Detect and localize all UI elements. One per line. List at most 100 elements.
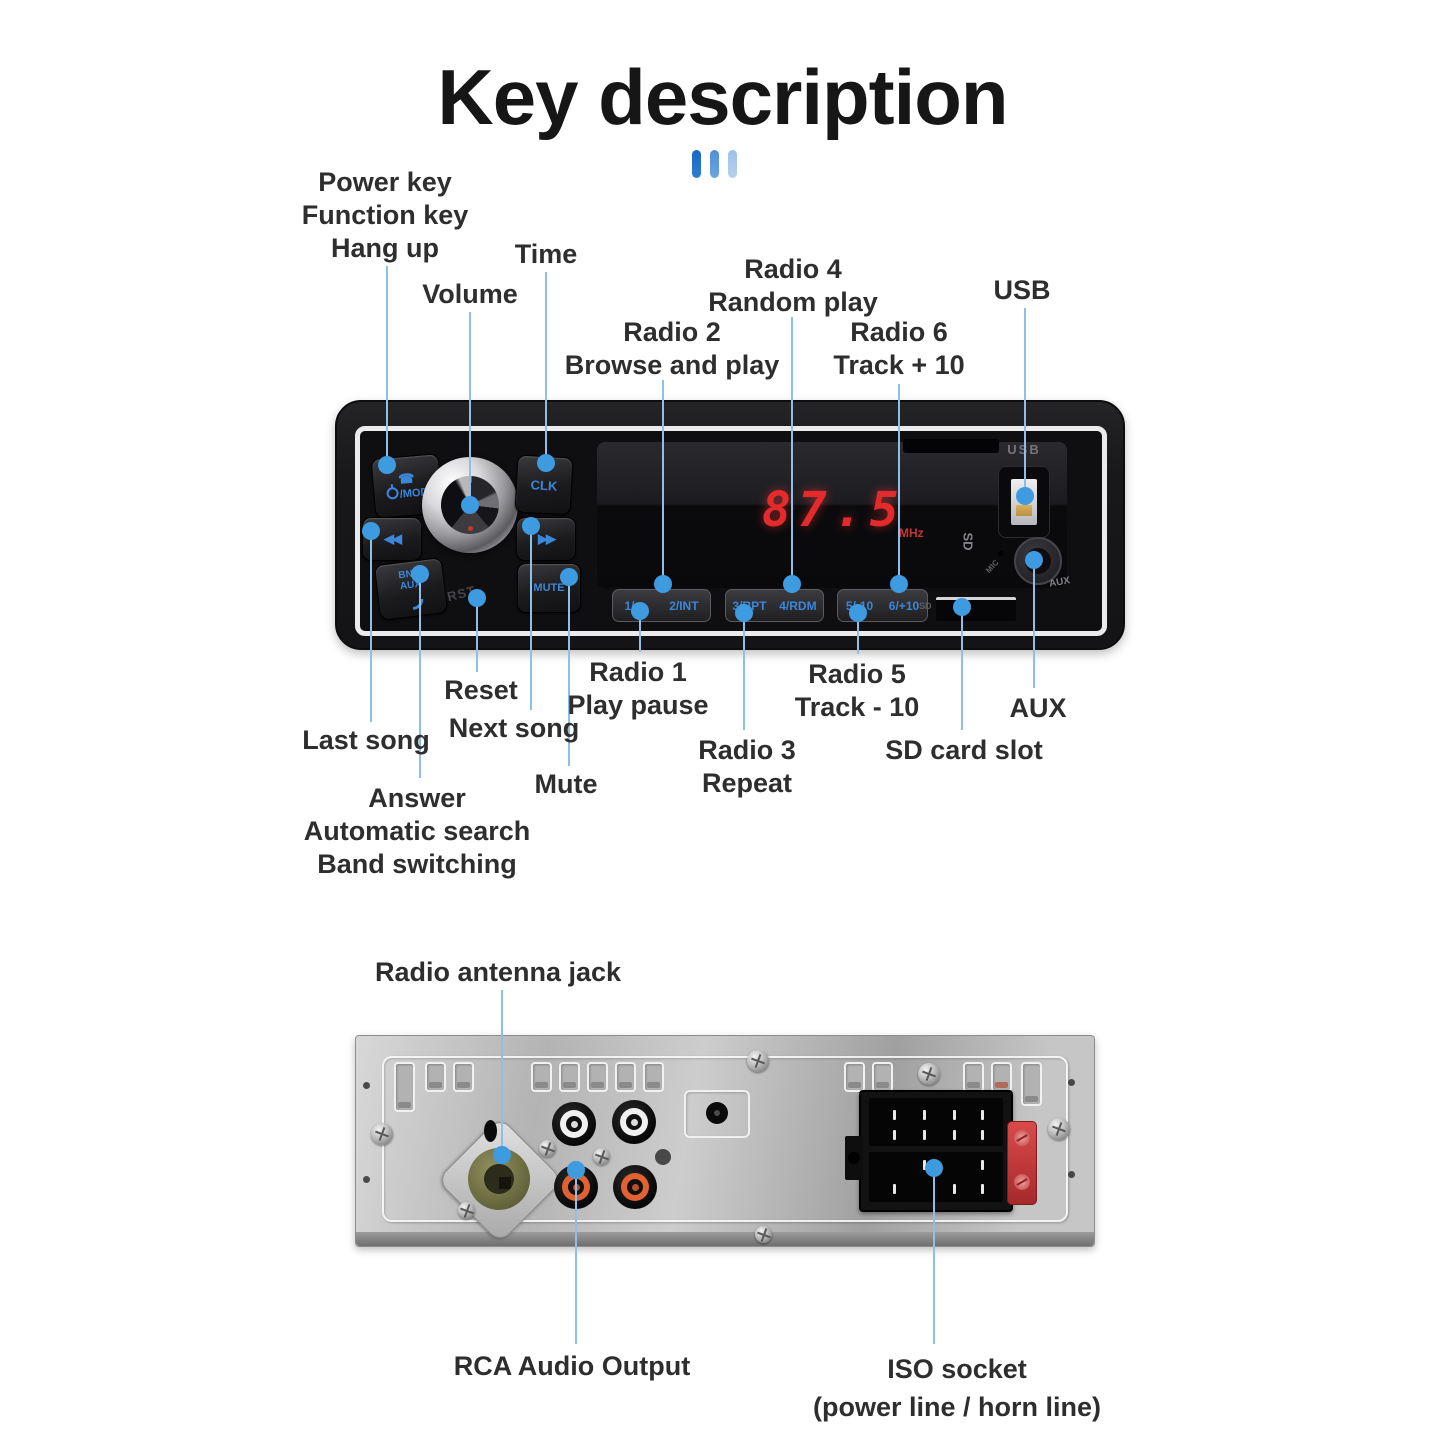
panel-hole xyxy=(363,1176,370,1183)
label-time: Time xyxy=(514,239,578,269)
clk-button-label: CLK xyxy=(530,476,558,494)
panel-hole xyxy=(1068,1079,1075,1086)
leader-dot-radio6 xyxy=(890,575,908,593)
leader-dot-rca xyxy=(567,1161,585,1179)
leader-line-radio6 xyxy=(898,384,900,584)
leader-dot-radio3 xyxy=(735,604,753,622)
vent-slot xyxy=(991,1062,1012,1092)
leader-line-sd-slot xyxy=(961,606,963,730)
panel-hole xyxy=(655,1149,671,1165)
band-aux-button: BND AUX xyxy=(373,557,449,621)
label-power-key: Power key Function key Hang up xyxy=(301,167,469,263)
accent-bar-icon xyxy=(710,150,719,178)
leader-line-time xyxy=(545,272,547,463)
preset-key-2: 2/INT xyxy=(669,598,699,613)
page-title: Key description xyxy=(437,53,1008,141)
label-sd-card-slot: SD card slot xyxy=(885,735,1043,765)
rca-jack-white-right xyxy=(612,1100,656,1144)
title-accent-bars xyxy=(692,150,737,178)
preset-key-6: 6/+10 xyxy=(888,598,920,613)
leader-dot-antenna xyxy=(493,1146,511,1164)
leader-dot-power xyxy=(378,456,396,474)
leader-line-rca xyxy=(575,1176,577,1344)
vent-slot xyxy=(531,1062,552,1092)
iso-tab xyxy=(845,1136,863,1180)
label-radio3: Radio 3 Repeat xyxy=(698,735,796,798)
screw-icon xyxy=(1048,1118,1070,1140)
fuse-holder xyxy=(1007,1121,1037,1205)
power-icon xyxy=(386,486,400,500)
leader-dot-sd-slot xyxy=(953,598,971,616)
leader-line-radio5 xyxy=(857,613,859,654)
power-barrel-jack xyxy=(684,1090,750,1138)
vent-slot xyxy=(872,1062,893,1092)
label-iso: ISO socket (power line / horn line) xyxy=(812,1354,1102,1422)
next-track-button: ▶▶ xyxy=(516,517,576,561)
panel-hole xyxy=(1068,1171,1075,1178)
leader-line-antenna xyxy=(501,990,503,1155)
leader-line-iso xyxy=(933,1172,935,1344)
leader-line-usb xyxy=(1024,308,1026,496)
leader-dot-last-song xyxy=(362,522,380,540)
frequency-readout: 87.5 xyxy=(762,482,906,538)
antenna-oval-hole xyxy=(484,1120,497,1142)
accent-bar-icon xyxy=(692,150,701,178)
vent-slot xyxy=(643,1062,664,1092)
leader-dot-aux xyxy=(1025,551,1043,569)
leader-dot-radio2 xyxy=(654,575,672,593)
label-radio6: Radio 6 Track + 10 xyxy=(833,317,965,380)
screw-icon xyxy=(593,1148,610,1165)
label-last-song: Last song xyxy=(302,725,430,755)
label-volume: Volume xyxy=(422,279,518,309)
car-stereo-front: ☎ /MOD ◀◀ BND AUX CLK ▶▶ MUTE RST 87.5 xyxy=(335,400,1125,650)
preset-key-4: 4/RDM xyxy=(779,598,817,613)
leader-line-radio1 xyxy=(639,611,641,652)
label-answer: Answer Automatic search Band switching xyxy=(303,783,531,879)
usb-port-print: USB xyxy=(1007,442,1040,457)
vent-slot xyxy=(615,1062,636,1092)
display-panel: 87.5 MHz SD xyxy=(597,439,1067,588)
screw-icon xyxy=(918,1063,940,1085)
rear-bottom-edge xyxy=(356,1232,1094,1246)
panel-hole xyxy=(363,1082,370,1089)
screw-icon xyxy=(755,1226,772,1243)
vent-slot xyxy=(394,1062,415,1112)
vent-slot xyxy=(1021,1062,1042,1106)
leader-line-mute xyxy=(568,577,570,766)
knob-marker xyxy=(467,526,473,531)
leader-dot-volume xyxy=(461,496,479,514)
accent-bar-icon xyxy=(728,150,737,178)
screw-icon xyxy=(539,1140,556,1157)
leader-line-next-song xyxy=(530,526,532,710)
next-icon: ▶▶ xyxy=(538,531,556,546)
rca-jack-red-right xyxy=(613,1165,657,1209)
leader-dot-radio1 xyxy=(631,602,649,620)
vent-slot xyxy=(587,1062,608,1092)
leader-line-radio4 xyxy=(791,317,793,584)
leader-dot-answer xyxy=(411,565,429,583)
label-next-song: Next song xyxy=(448,713,580,743)
label-reset: Reset xyxy=(444,675,518,705)
leader-dot-next-song xyxy=(522,517,540,535)
antenna-jack xyxy=(468,1148,530,1210)
leader-dot-mute xyxy=(560,568,578,586)
leader-dot-time xyxy=(537,454,555,472)
vent-slot xyxy=(559,1062,580,1092)
vent-slot xyxy=(844,1062,865,1092)
previous-icon: ◀◀ xyxy=(384,531,402,546)
leader-line-last-song xyxy=(370,531,372,722)
car-stereo-rear xyxy=(355,1035,1095,1247)
frequency-unit: MHz xyxy=(899,526,924,540)
vent-slot xyxy=(425,1062,446,1092)
screw-icon xyxy=(371,1123,393,1145)
label-mute: Mute xyxy=(534,769,598,799)
screw-icon xyxy=(747,1050,769,1072)
iso-socket xyxy=(845,1090,1013,1212)
label-usb: USB xyxy=(993,275,1051,305)
leader-dot-radio5 xyxy=(849,604,867,622)
leader-dot-reset xyxy=(468,589,486,607)
leader-line-volume xyxy=(469,312,471,505)
label-antenna: Radio antenna jack xyxy=(374,957,622,987)
screw-icon xyxy=(458,1202,475,1219)
leader-line-reset xyxy=(476,599,478,672)
